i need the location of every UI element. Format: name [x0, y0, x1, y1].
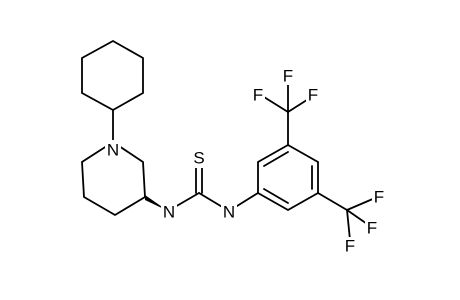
atom-f5: F [365, 219, 379, 238]
atom-n-piperidine: N [105, 140, 121, 160]
atom-s: S [191, 148, 207, 168]
atom-f2: F [306, 86, 320, 105]
atom-label-f2: F [308, 86, 318, 105]
atom-f4: F [372, 188, 386, 207]
atom-label-n-left: N [163, 203, 175, 222]
cf3-top [263, 81, 311, 146]
atom-n-right: N [221, 202, 237, 222]
atom-label-s: S [193, 149, 204, 168]
atom-label-f5: F [367, 219, 377, 238]
cyclohexyl-ring [81, 39, 144, 112]
atom-n-left: N [161, 202, 177, 222]
piperidine-ring [81, 141, 146, 217]
benzene-ring [257, 143, 319, 212]
atom-label-n-piperidine: N [107, 141, 119, 160]
atom-f3: F [281, 67, 295, 86]
atom-label-f4: F [374, 188, 384, 207]
atom-label-f3: F [283, 67, 293, 86]
atom-label-f1: F [253, 86, 263, 105]
atom-label-f6: F [345, 237, 355, 256]
atom-f6: F [343, 237, 357, 256]
atom-f1: F [251, 86, 265, 105]
atom-label-n-right: N [223, 203, 235, 222]
